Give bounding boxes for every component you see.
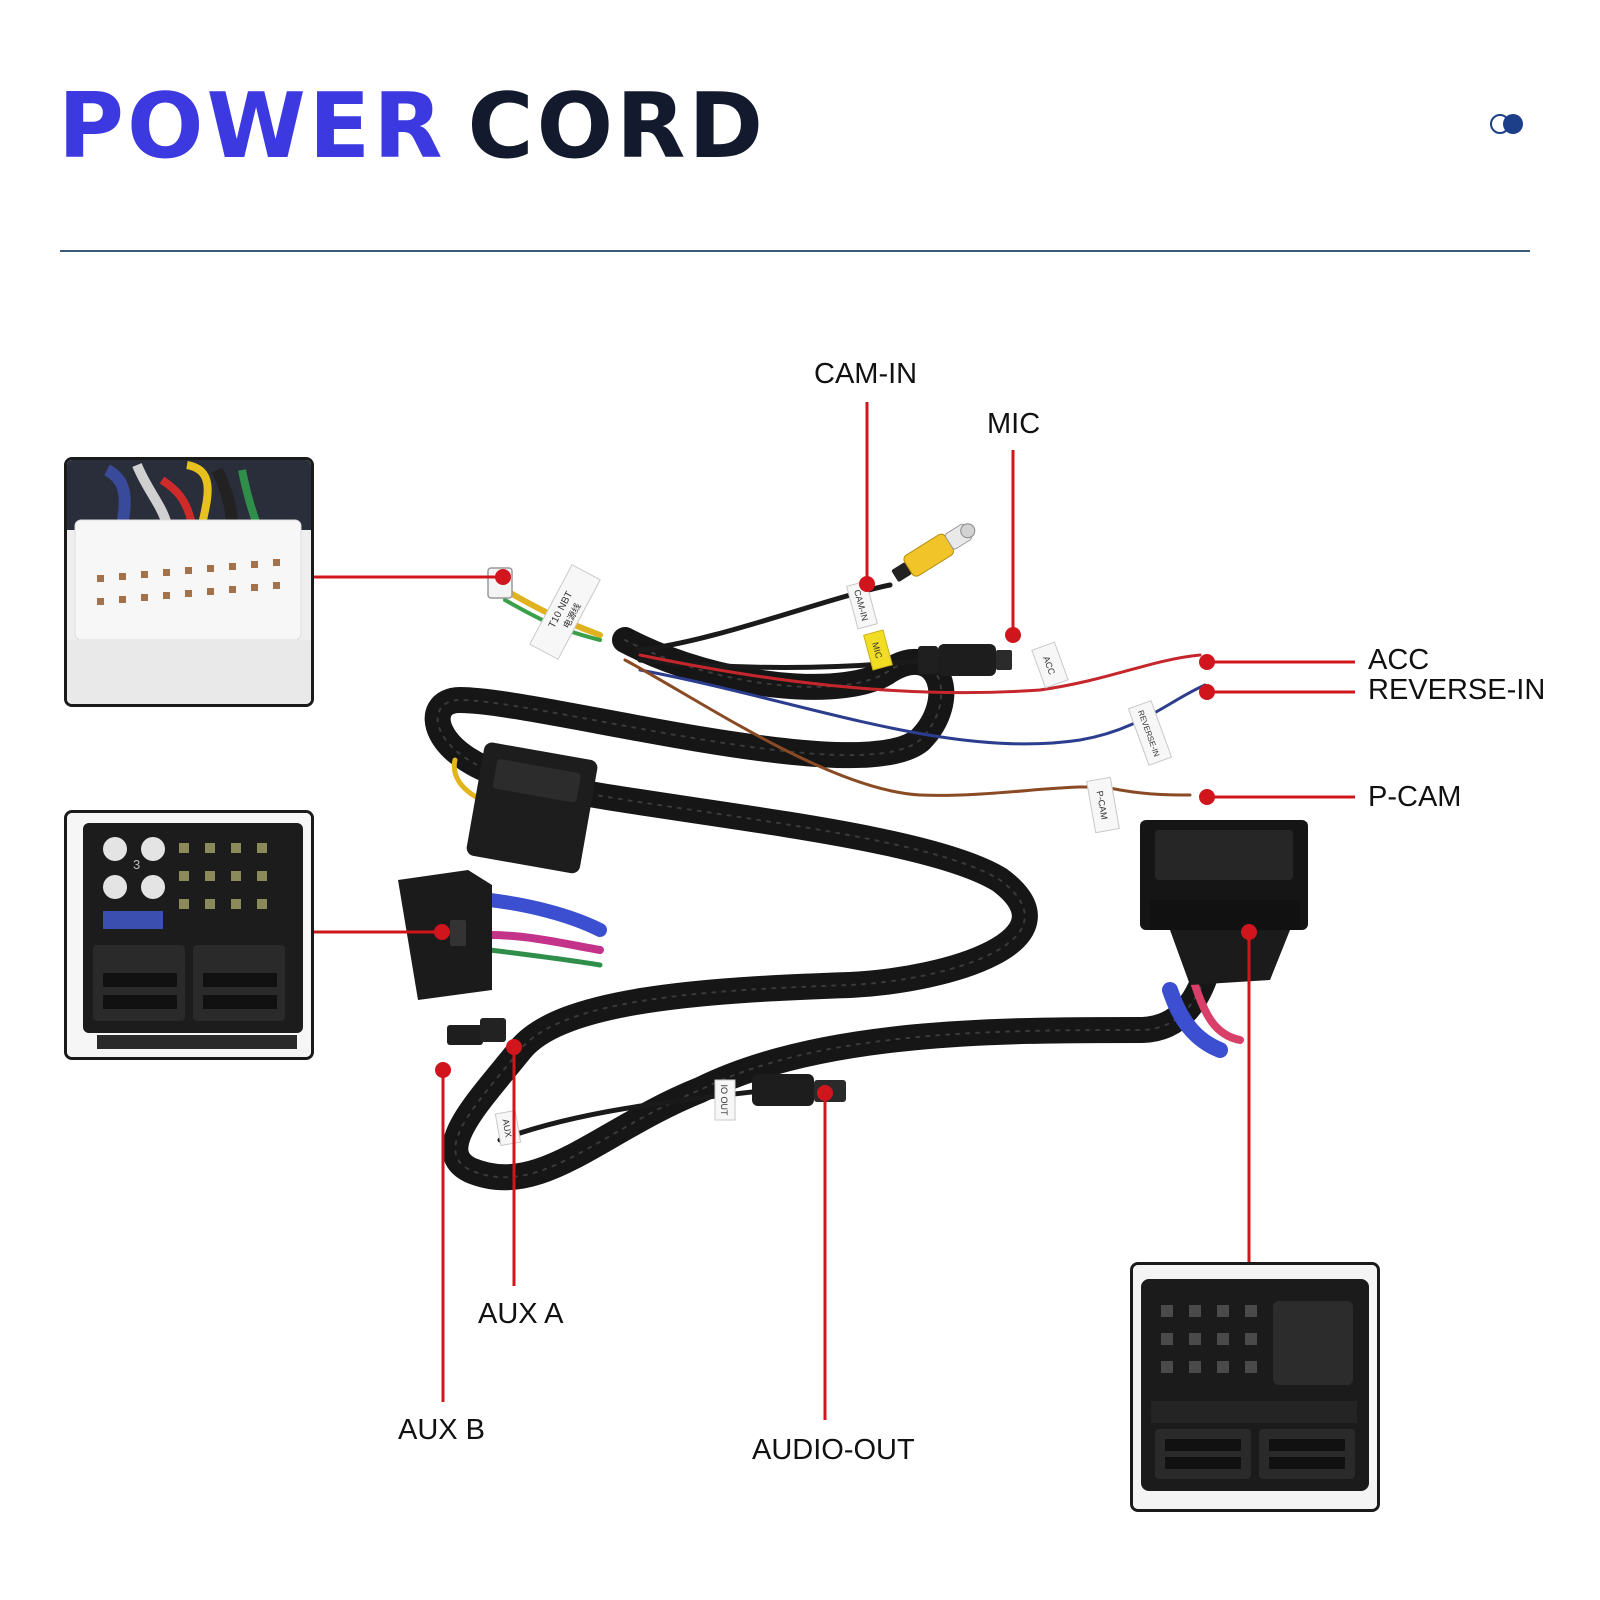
two-circles-logo-icon — [1490, 112, 1534, 136]
cam-in-cable-tag: CAM-IN — [846, 580, 878, 630]
inset-white-plug — [64, 457, 314, 707]
dot-p-cam — [1199, 789, 1215, 805]
title-word-power: POWER — [58, 74, 446, 179]
cam-in-rca-connector — [891, 523, 976, 582]
quadlock-pin-number: 3 — [133, 857, 140, 872]
mic-cable-tag: MIC — [863, 629, 893, 671]
title-word-cord: CORD — [467, 74, 767, 179]
quadlock-left-closeup: 3 — [67, 813, 311, 1057]
aux-connector — [447, 1018, 506, 1045]
dot-acc — [1199, 654, 1215, 670]
wires — [424, 582, 1244, 1191]
mic-jack-connector — [918, 644, 1012, 676]
aux-tag-text: AUX — [500, 1118, 513, 1138]
mid-black-connector — [466, 742, 598, 874]
label-mic: MIC — [987, 408, 1041, 440]
dot-quadlock-left — [434, 924, 450, 940]
label-reverse-in: REVERSE-IN — [1368, 674, 1546, 706]
quadlock-right-closeup — [1133, 1265, 1377, 1509]
label-aux-a: AUX A — [478, 1298, 564, 1330]
callout-dots — [434, 569, 1257, 1101]
dot-reverse-in — [1199, 684, 1215, 700]
dot-audio-out — [817, 1085, 833, 1101]
dot-aux-a — [506, 1039, 522, 1055]
label-aux-b: AUX B — [398, 1414, 486, 1446]
p-cam-tag-text: P-CAM — [1095, 790, 1110, 820]
mic-tag-text: MIC — [870, 641, 884, 660]
dot-aux-b — [435, 1062, 451, 1078]
dot-cam-in — [859, 576, 875, 592]
audio-out-cable-tag: IO OUT — [714, 1079, 736, 1121]
reverse-in-cable-tag: REVERSE-IN — [1127, 700, 1173, 766]
dot-mic — [1005, 627, 1021, 643]
label-p-cam: P-CAM — [1368, 781, 1462, 813]
dot-white-plug — [495, 569, 511, 585]
p-cam-cable-tag: P-CAM — [1086, 776, 1120, 834]
white-plug-closeup — [67, 460, 311, 704]
acc-wire — [638, 653, 1202, 695]
inset-quadlock-right — [1130, 1262, 1380, 1512]
audio-out-tag-text: IO OUT — [719, 1085, 729, 1117]
dot-quadlock-right — [1241, 924, 1257, 940]
label-acc: ACC — [1368, 644, 1430, 676]
header-divider — [60, 250, 1530, 252]
label-cam-in: CAM-IN — [814, 358, 918, 390]
callout-lines — [310, 402, 1355, 1420]
label-audio-out: AUDIO-OUT — [752, 1434, 915, 1466]
reverse-in-wire — [638, 668, 1207, 746]
quadlock-connector-right — [1140, 820, 1308, 985]
inset-quadlock-left: 3 — [64, 810, 314, 1060]
acc-cable-tag: ACC — [1031, 641, 1069, 689]
p-cam-wire — [623, 658, 1192, 797]
